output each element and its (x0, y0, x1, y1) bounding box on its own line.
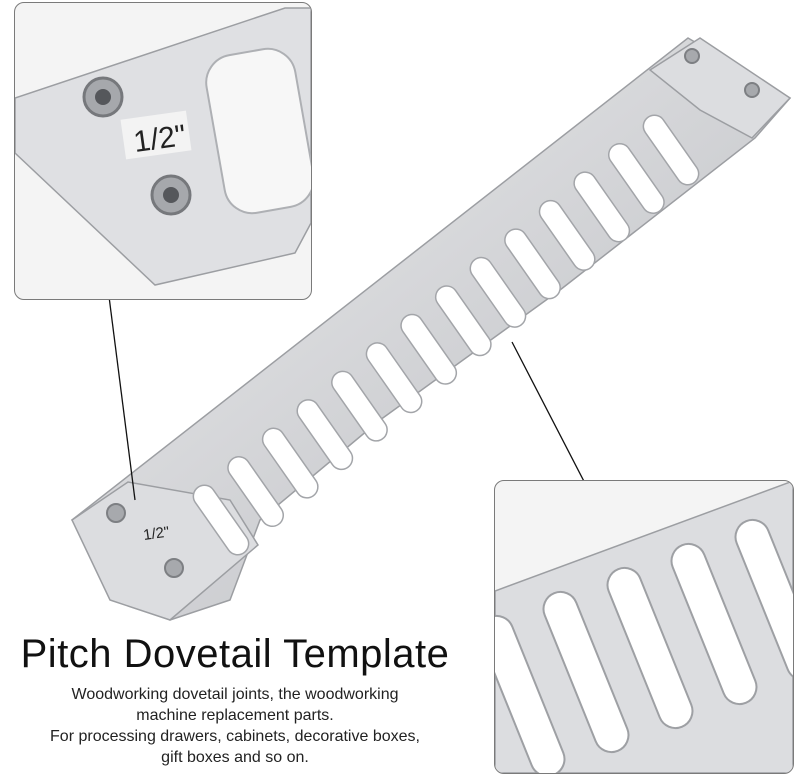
zoom-finger-slot (670, 542, 758, 706)
zoom-finger-slot (606, 566, 694, 730)
zoom-finger-slot (734, 518, 793, 682)
zoom-inset-end-plate: 1/2" (14, 2, 312, 300)
finger-slot (538, 199, 596, 271)
finger-slot (400, 313, 458, 385)
mounting-hole (106, 503, 126, 523)
finger-slot (227, 456, 284, 528)
zoom-finger-slot (542, 590, 630, 754)
caption-line: machine replacement parts. (136, 707, 334, 724)
finger-slot (331, 370, 388, 442)
finger-slot (642, 114, 700, 186)
caption-line: For processing drawers, cabinets, decora… (50, 728, 420, 745)
caption-description: Woodworking dovetail joints, the woodwor… (0, 684, 470, 768)
mounting-holes (106, 48, 760, 578)
caption-title: Pitch Dovetail Template (20, 632, 450, 676)
template-fingers (192, 114, 700, 556)
size-label-large: 1/2" (132, 119, 188, 159)
finger-slot (504, 228, 561, 300)
finger-slot (608, 142, 665, 214)
finger-slot (261, 427, 319, 499)
mounting-hole (164, 558, 184, 578)
zoom-inset-fingers (494, 480, 794, 774)
finger-slot (469, 256, 527, 328)
finger-slot (573, 171, 631, 243)
zoom-finger-slot (495, 614, 566, 773)
mounting-hole (744, 82, 760, 98)
caption-line: Woodworking dovetail joints, the woodwor… (71, 686, 399, 703)
size-label-small: 1/2" (142, 523, 170, 543)
zoom-fingers (495, 518, 793, 773)
finger-slot (365, 342, 423, 414)
finger-slot (192, 484, 250, 556)
mounting-hole (684, 48, 700, 64)
finger-slot (296, 399, 354, 471)
caption-line: gift boxes and so on. (161, 749, 309, 766)
finger-slot (434, 285, 492, 357)
